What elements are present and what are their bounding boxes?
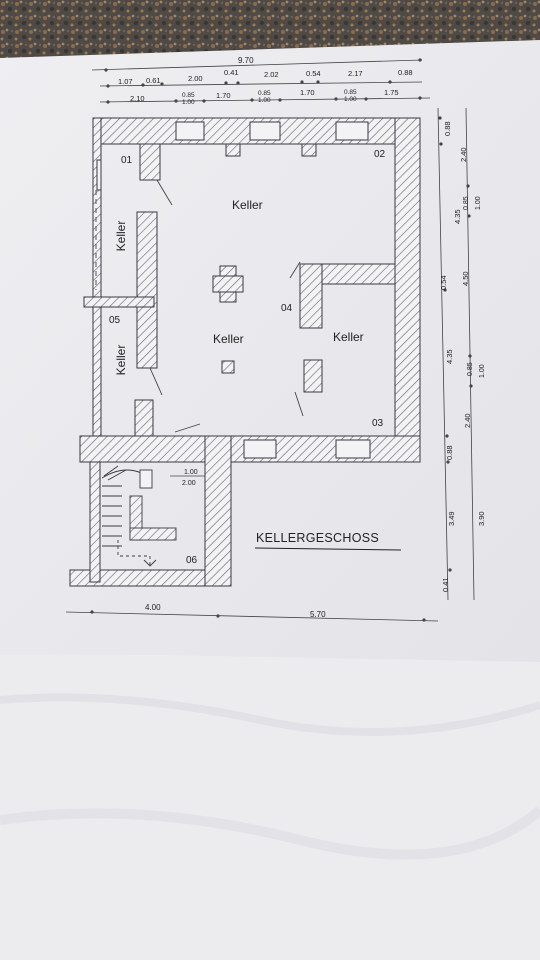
room-number-01: 01: [121, 155, 133, 166]
dim-stair-bottom: 2.00: [182, 480, 196, 487]
dim-right-11: 0.88: [445, 445, 454, 460]
dim-right-5: 0.54: [439, 275, 448, 290]
dim-top-r2-1: 0.85: [182, 92, 195, 99]
dim-top-r1-1: 0.61: [146, 76, 161, 85]
room-label-02: Keller: [232, 198, 263, 212]
dim-bottom-0: 4.00: [145, 603, 161, 612]
dim-top-r2-7: 0.85: [344, 89, 357, 96]
room-number-03: 03: [372, 418, 384, 429]
room-label-04: Keller: [213, 332, 244, 346]
room-number-06: 06: [186, 555, 198, 566]
dim-top-r1-3: 0.41: [224, 68, 239, 77]
dim-right-7: 4.35: [445, 349, 454, 364]
staircase: [101, 465, 177, 567]
dim-right-4: 1.00: [475, 196, 482, 210]
dim-top-r1-6: 2.17: [348, 69, 363, 78]
room-number-04: 04: [281, 303, 293, 314]
dim-right-13: 0.41: [441, 577, 450, 592]
dim-top-r2-0: 2.10: [130, 94, 145, 103]
room-number-02: 02: [374, 149, 386, 160]
dim-top-r1-5: 0.54: [306, 69, 321, 78]
dim-right-3: 0.85: [463, 196, 470, 210]
dimension-ticks: [90, 58, 473, 622]
dim-right-1: 2.40: [459, 147, 468, 162]
dim-top-overall: 9.70: [238, 56, 254, 65]
plan-title: KELLERGESCHOSS: [256, 531, 379, 545]
dim-right-12: 3.49: [447, 511, 456, 526]
dim-top-r2-8: 1.00: [344, 96, 357, 103]
dimension-lines: [65, 59, 475, 622]
dim-right-overall: 3.90: [477, 511, 486, 526]
dim-top-r2-9: 1.75: [384, 88, 399, 97]
dim-top-r2-6: 1.70: [300, 88, 315, 97]
room-label-03: Keller: [333, 330, 364, 344]
dim-right-10: 2.40: [463, 413, 472, 428]
room-number-05: 05: [109, 315, 121, 326]
dim-top-r1-4: 2.02: [264, 70, 279, 79]
room-label-05: Keller: [114, 345, 128, 376]
dim-top-r2-2: 1.00: [182, 99, 195, 106]
dim-right-0: 0.88: [443, 121, 452, 136]
dim-top-r2-4: 0.85: [258, 90, 271, 97]
dim-right-6: 4.50: [461, 271, 470, 286]
dim-stair-top: 1.00: [184, 469, 198, 476]
dim-bottom-1: 5.70: [310, 610, 326, 619]
dim-right-2: 4.35: [453, 209, 462, 224]
door-swings: [149, 179, 304, 433]
room-label-01: Keller: [114, 221, 128, 252]
dim-top-r1-7: 0.88: [398, 68, 413, 77]
dim-right-8: 0.85: [467, 362, 474, 376]
dim-top-r1-2: 2.00: [188, 74, 203, 83]
walls: [69, 117, 421, 587]
dim-right-9: 1.00: [479, 364, 486, 378]
dim-top-r1-0: 1.07: [118, 77, 133, 86]
dim-top-r2-3: 1.70: [216, 91, 231, 100]
table-surface: [0, 655, 540, 960]
dim-top-r2-5: 1.00: [258, 97, 271, 104]
